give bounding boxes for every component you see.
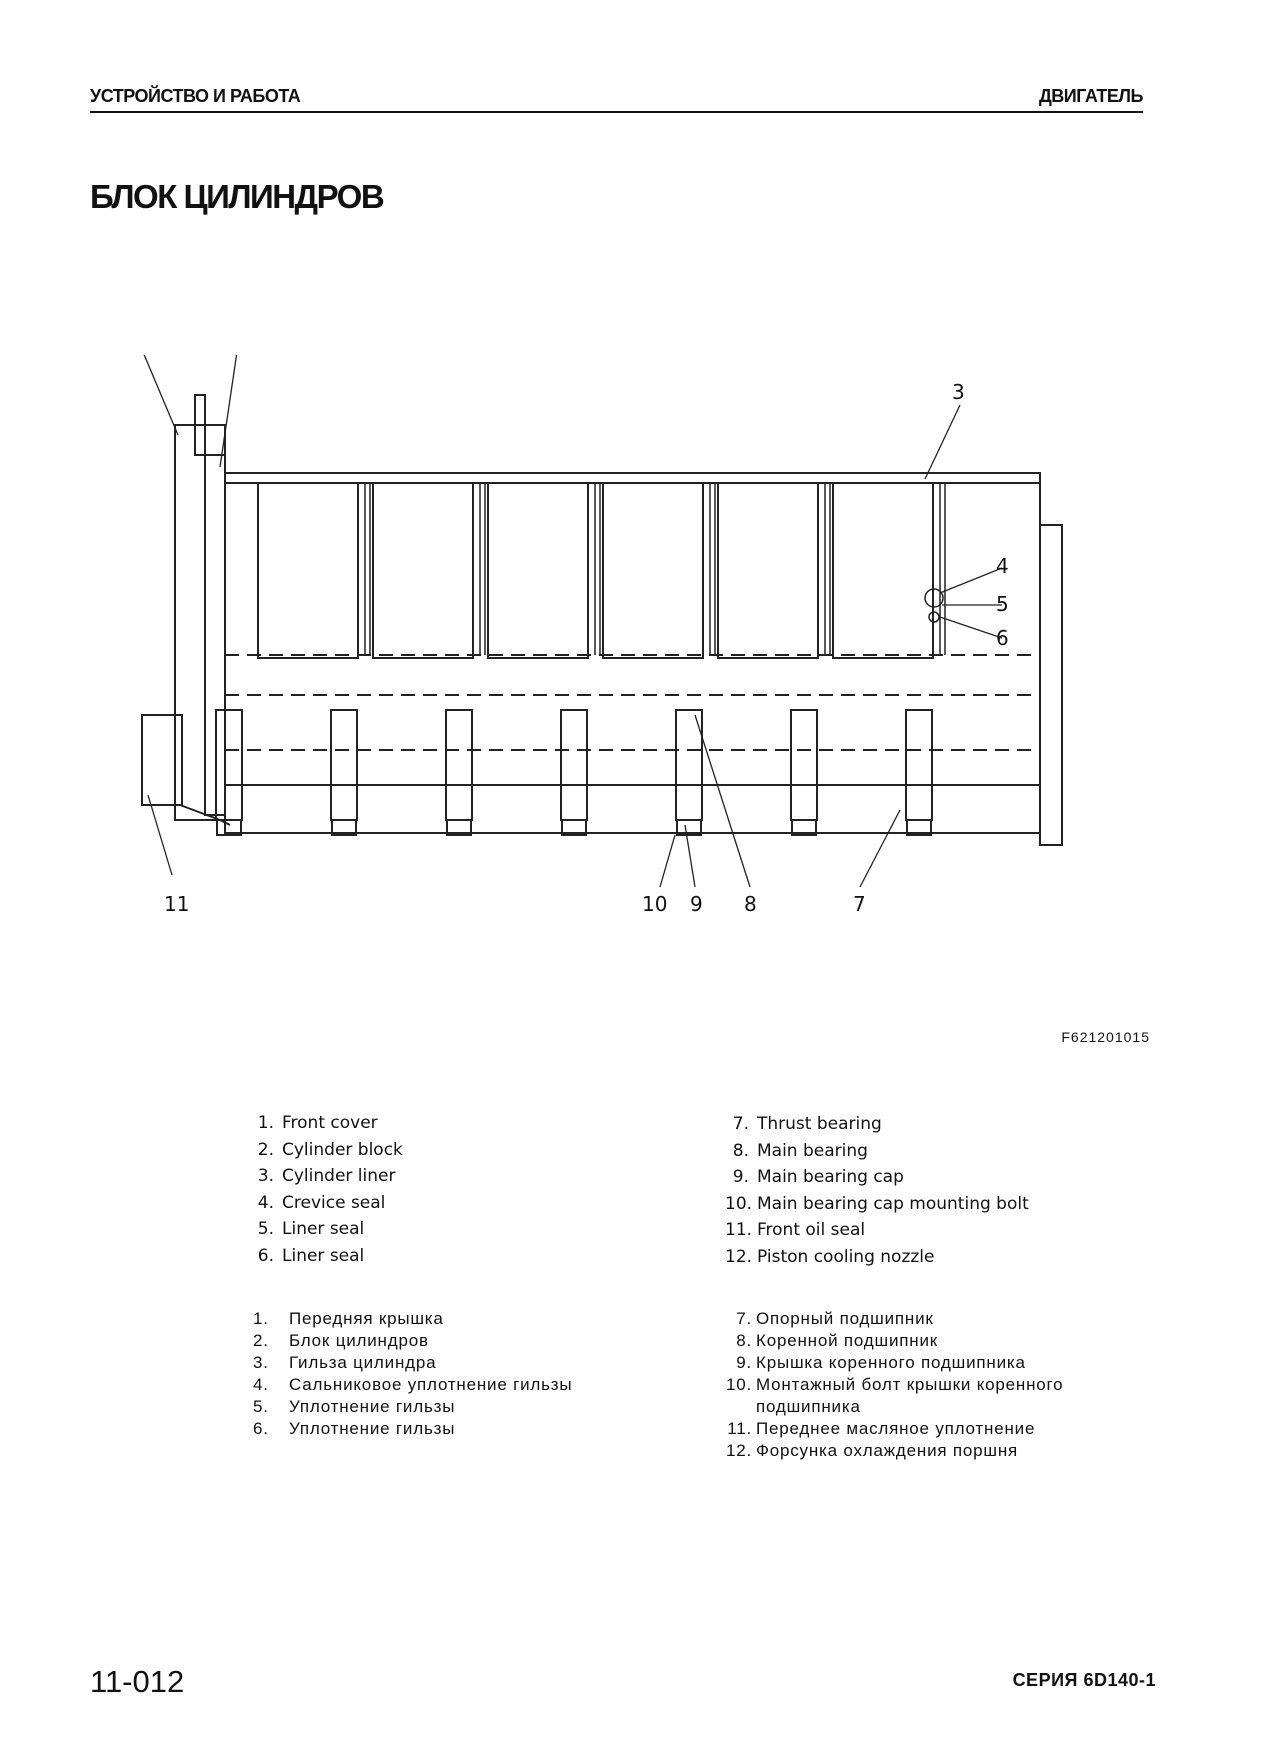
legend-item: 8.Коренной подшипник — [736, 1331, 938, 1350]
legend-item: 7.Thrust bearing — [732, 1114, 882, 1134]
legend-en-right: 7.Thrust bearing 8.Main bearing 9.Main b… — [725, 1111, 1029, 1271]
page-number: 11-012 — [90, 1664, 185, 1699]
legend-item: 3.Гильза цилиндра — [253, 1353, 437, 1372]
legend-item: 11.Front oil seal — [725, 1220, 866, 1241]
cylinder-liner-1 — [257, 482, 359, 659]
legend-item: 8.Main bearing — [732, 1140, 868, 1161]
legend-item: 2.Блок цилиндров — [253, 1331, 429, 1350]
block-outline-drawing — [224, 472, 1041, 834]
legend-item: 4.Crevice seal — [257, 1192, 386, 1213]
figure-code: F621201015 — [1061, 1029, 1150, 1045]
cylinder-block-diagram: 1 2 3 4 5 6 7 8 9 10 11 — [141, 355, 1063, 916]
header-chapter-title: ДВИГАТЕЛЬ — [1038, 86, 1144, 106]
legend-item: 5.Liner seal — [257, 1219, 365, 1240]
legend-item: 10.Монтажный болт крышки коренного подши… — [725, 1375, 1064, 1416]
callout-9: 9 — [690, 892, 703, 916]
callout-11: 11 — [164, 892, 189, 916]
callout-5: 5 — [996, 592, 1009, 616]
legend-item: 12.Форсунка охлаждения поршня — [725, 1441, 1019, 1460]
cylinder-liner-4 — [602, 482, 704, 659]
legend-item: 10.Main bearing cap mounting bolt — [725, 1193, 1029, 1214]
front-oil-seal-drawing — [141, 714, 183, 806]
cylinder-liners-drawing — [257, 482, 934, 659]
callout-7: 7 — [853, 892, 866, 916]
legend-item: 6.Уплотнение гильзы — [253, 1419, 456, 1438]
legend-item: 9.Main bearing cap — [732, 1167, 904, 1188]
legend-item: 4.Сальниковое уплотнение гильзы — [253, 1375, 573, 1394]
legend-ru-left: 1.Передняя крышка 2.Блок цилиндров 3.Гил… — [253, 1308, 572, 1440]
legend-en-left: 1.Front cover 2.Cylinder block 3.Cylinde… — [250, 1110, 403, 1270]
cylinder-liner-2 — [372, 482, 474, 659]
callout-4: 4 — [996, 554, 1009, 578]
legend-item: 1.Front cover — [257, 1113, 378, 1133]
callout-10: 10 — [642, 892, 667, 916]
legend-item: 11.Переднее масляное уплотнение — [727, 1419, 1036, 1438]
legend-item: 1.Передняя крышка — [253, 1309, 444, 1328]
page-title: БЛОК ЦИЛИНДРОВ — [90, 178, 385, 215]
callout-3: 3 — [952, 380, 965, 404]
callout-6: 6 — [996, 626, 1009, 650]
cylinder-liner-3 — [487, 482, 589, 659]
legend-item: 6.Liner seal — [257, 1245, 365, 1266]
legend-item: 9.Крышка коренного подшипника — [736, 1353, 1026, 1372]
callout-8: 8 — [744, 892, 757, 916]
main-bearings-drawing — [215, 709, 933, 836]
legend-item: 2.Cylinder block — [257, 1139, 403, 1160]
legend-item: 5.Уплотнение гильзы — [253, 1397, 456, 1416]
legend-item: 3.Cylinder liner — [257, 1166, 396, 1187]
legend-item: 7.Опорный подшипник — [736, 1309, 934, 1328]
legend-ru-right: 7.Опорный подшипник 8.Коренной подшипник… — [724, 1308, 1136, 1462]
header-divider — [90, 111, 1143, 113]
legend-item: 12.Piston cooling nozzle — [725, 1246, 935, 1267]
series-label: СЕРИЯ 6D140-1 — [1012, 1670, 1156, 1690]
cylinder-liner-6 — [832, 482, 934, 659]
cylinder-liner-5 — [717, 482, 819, 659]
header-section-title: УСТРОЙСТВО И РАБОТА — [90, 86, 301, 106]
